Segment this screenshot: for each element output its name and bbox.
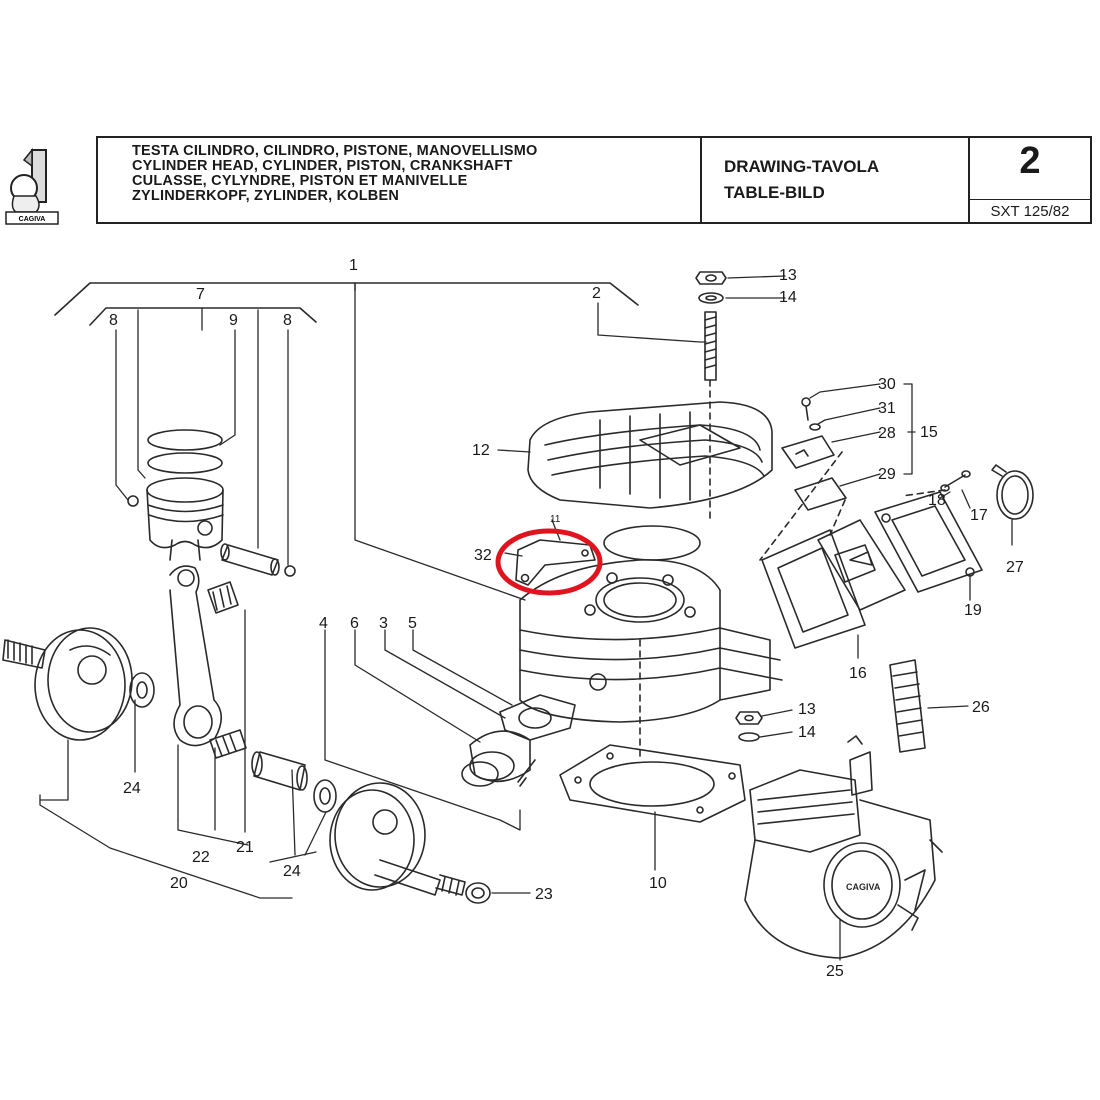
callout-8-left: 8 [109,312,118,329]
table-number-cell: 2 SXT 125/82 [970,138,1090,222]
bracket-7 [89,307,317,326]
part-connecting-rod [169,565,223,747]
part-nut-13-bottom [735,711,763,725]
part-reed-valve-15 [817,519,906,611]
cagiva-logo: CAGIVA [2,146,60,228]
callout-32: 32 [474,547,492,564]
callout-11: 11 [550,514,561,525]
engine-brand-text: CAGIVA [846,882,881,892]
callout-20: 20 [170,875,188,892]
part-26 [889,659,926,753]
part-cylinder-head [527,401,773,509]
callout-18: 18 [928,492,946,509]
callout-15: 15 [920,424,938,441]
callout-29: 29 [878,466,896,483]
callout-14-bottom: 14 [798,724,816,741]
title-line-it: TESTA CILINDRO, CILINDRO, PISTONE, MANOV… [132,143,538,159]
callout-19: 19 [964,602,982,619]
callout-22: 22 [192,849,210,866]
callout-5: 5 [408,615,417,632]
part-crank-pin [251,751,308,791]
part-crank-half-left [2,627,133,741]
callout-7: 7 [196,286,205,303]
callout-2: 2 [592,285,601,302]
title-line-en: CYLINDER HEAD, CYLINDER, PISTON, CRANKSH… [132,158,513,174]
callout-12: 12 [472,442,490,459]
callout-10: 10 [649,875,667,892]
callout-24-left: 24 [123,780,141,797]
callout-31: 31 [878,400,896,417]
part-cylinder [519,559,783,761]
part-washer-14-bottom [738,732,760,742]
callout-28: 28 [878,425,896,442]
model-code: SXT 125/82 [970,199,1090,222]
title-line-de: ZYLINDERKOPF, ZYLINDER, KOLBEN [132,188,400,204]
part-exhaust-flange [461,694,576,787]
part-piston-rings-9 [147,429,223,474]
table-label: TABLE-BILD [724,183,825,202]
part-intake-gasket-16 [761,529,866,649]
part-thrust-washer-24-left [129,672,155,708]
callout-27: 27 [1006,559,1024,576]
title-block: TESTA CILINDRO, CILINDRO, PISTONE, MANOV… [96,136,1092,224]
leader-lines [39,275,1013,961]
callout-21: 21 [236,839,254,856]
callout-13-top: 13 [779,267,797,284]
part-washer-31 [809,423,821,431]
part-hose-clamp-27 [991,464,1034,520]
callout-9: 9 [229,312,238,329]
part-washer-23 [465,882,491,904]
callout-6: 6 [350,615,359,632]
callout-1: 1 [349,257,358,274]
drawing-label: DRAWING-TAVOLA [724,157,880,176]
callout-23: 23 [535,886,553,903]
part-big-end-bearing [209,729,247,759]
drawing-label-cell: DRAWING-TAVOLA TABLE-BILD [702,138,970,222]
part-stud-17-18 [940,470,971,492]
part-nut-13-top [695,271,727,285]
callout-24-right: 24 [283,863,301,880]
part-circlip-8-left [127,495,139,507]
title-line-fr: CULASSE, CYLYNDRE, PISTON ET MANIVELLE [132,173,468,189]
callout-17: 17 [970,507,988,524]
part-thrust-washer-24-right [313,779,337,813]
part-piston-pin [220,543,280,576]
callout-26: 26 [972,699,990,716]
callout-30: 30 [878,376,896,393]
part-washer-14-top [698,292,724,304]
callout-4: 4 [319,615,328,632]
part-reed-plate-28 [781,435,835,469]
callout-3: 3 [379,615,388,632]
table-number: 2 [1019,140,1041,182]
bracket-1 [54,282,639,316]
callout-14-top: 14 [779,289,797,306]
part-crank-half-right [329,782,466,896]
logo-brand-text: CAGIVA [19,216,46,223]
title-lines: TESTA CILINDRO, CILINDRO, PISTONE, MANOV… [98,138,702,222]
callout-13-bottom: 13 [798,701,816,718]
callout-16: 16 [849,665,867,682]
elephant-logo-icon: CAGIVA [5,147,59,225]
part-32-bracket [515,539,596,586]
part-base-gasket-10 [559,744,746,823]
callout-25: 25 [826,963,844,980]
callout-8-right: 8 [283,312,292,329]
part-circlip-8-right [284,565,296,577]
part-screw-30 [801,397,811,421]
part-small-end-bearing [207,581,239,614]
highlight-circle [495,528,603,596]
part-piston [146,477,224,561]
